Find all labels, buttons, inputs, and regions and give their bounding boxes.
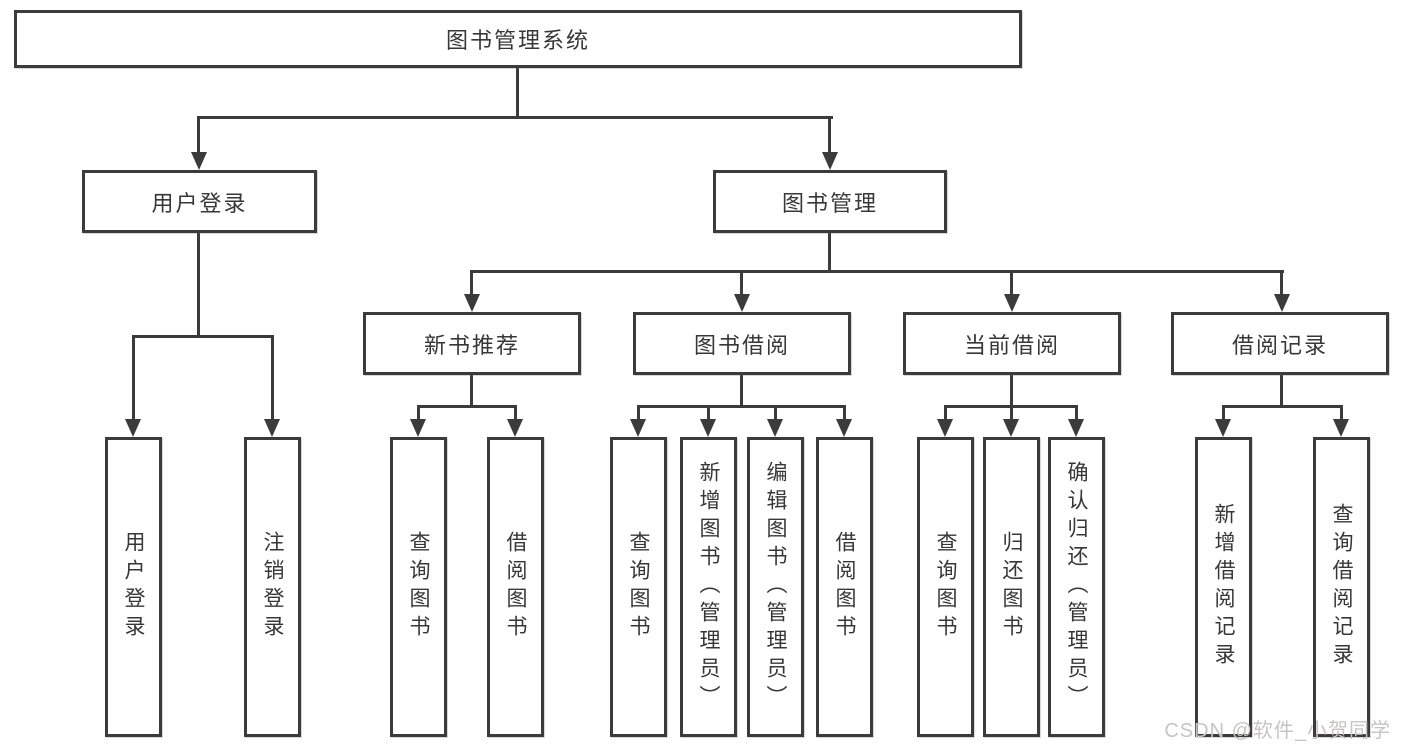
arrow-down-icon (1333, 419, 1349, 437)
node-label: 借阅记录 (1231, 332, 1328, 358)
connector-line (1075, 405, 1078, 421)
node-label: 归还图书 (1000, 531, 1023, 643)
node-root-library-system: 图书管理系统 (14, 10, 1022, 68)
connector-line (470, 270, 473, 296)
node-label: 确认归还（管理员） (1065, 461, 1088, 713)
connector-line (417, 405, 420, 421)
node-label: 借阅图书 (833, 531, 856, 643)
connector-line (1010, 270, 1013, 296)
connector-line (828, 233, 831, 273)
connector-line (637, 405, 640, 421)
leaf-edit-book-admin: 编辑图书（管理员） (747, 437, 804, 737)
node-book-borrowing: 图书借阅 (633, 312, 851, 375)
connector-line (1222, 405, 1343, 408)
connector-line (197, 233, 200, 337)
connector-line (944, 405, 947, 421)
connector-line (132, 335, 274, 338)
node-label: 新增借阅记录 (1212, 503, 1235, 671)
leaf-borrow-book-borrowing: 借阅图书 (816, 437, 873, 737)
connector-line (740, 270, 743, 296)
node-new-book-recommendation: 新书推荐 (363, 312, 581, 375)
arrow-down-icon (1004, 294, 1020, 312)
leaf-query-borrow-record: 查询借阅记录 (1313, 437, 1370, 737)
arrow-down-icon (1003, 419, 1019, 437)
arrow-down-icon (264, 419, 280, 437)
leaf-add-borrow-record: 新增借阅记录 (1195, 437, 1252, 737)
node-label: 查询图书 (934, 531, 957, 643)
arrow-down-icon (464, 294, 480, 312)
node-user-login: 用户登录 (82, 170, 317, 233)
node-label: 借阅图书 (504, 531, 527, 643)
node-label: 图书管理 (781, 190, 878, 216)
connector-line (132, 335, 135, 421)
connector-line (774, 405, 777, 421)
connector-line (197, 116, 833, 119)
node-label: 新书推荐 (423, 332, 520, 358)
connector-line (514, 405, 517, 421)
node-label: 图书管理系统 (445, 28, 590, 53)
node-label: 查询图书 (627, 531, 650, 643)
node-label: 当前借阅 (963, 332, 1060, 358)
leaf-query-book-borrowing: 查询图书 (610, 437, 667, 737)
arrow-down-icon (836, 419, 852, 437)
connector-line (271, 335, 274, 421)
connector-line (637, 405, 846, 408)
arrow-down-icon (734, 294, 750, 312)
connector-line (516, 68, 519, 119)
connector-line (1222, 405, 1225, 421)
leaf-query-book-recommend: 查询图书 (390, 437, 447, 737)
node-label: 用户登录 (151, 190, 248, 216)
arrow-down-icon (1274, 294, 1290, 312)
connector-line (1010, 375, 1013, 408)
arrow-down-icon (507, 419, 523, 437)
connector-line (740, 375, 743, 408)
connector-line (417, 405, 517, 408)
node-label: 编辑图书（管理员） (764, 461, 787, 713)
connector-line (470, 375, 473, 408)
node-label: 注销登录 (261, 531, 284, 643)
connector-line (707, 405, 710, 421)
connector-line (828, 116, 831, 156)
arrow-down-icon (822, 152, 838, 170)
node-borrowing-records: 借阅记录 (1171, 312, 1389, 375)
connector-line (470, 270, 1284, 273)
csdn-watermark: CSDN @软件_小贺同学 (1164, 720, 1391, 742)
arrow-down-icon (937, 419, 953, 437)
arrow-down-icon (1068, 419, 1084, 437)
arrow-down-icon (767, 419, 783, 437)
arrow-down-icon (700, 419, 716, 437)
connector-line (1280, 375, 1283, 408)
connector-line (197, 116, 200, 156)
node-label: 用户登录 (122, 531, 145, 643)
connector-line (1010, 405, 1013, 421)
node-label: 查询图书 (407, 531, 430, 643)
leaf-confirm-return-admin: 确认归还（管理员） (1048, 437, 1105, 737)
leaf-return-book: 归还图书 (983, 437, 1040, 737)
connector-line (1340, 405, 1343, 421)
node-current-borrowing: 当前借阅 (903, 312, 1121, 375)
connector-line (1280, 270, 1283, 296)
arrow-down-icon (125, 419, 141, 437)
leaf-logout: 注销登录 (244, 437, 301, 737)
leaf-borrow-book-recommend: 借阅图书 (487, 437, 544, 737)
node-book-management: 图书管理 (713, 170, 947, 233)
leaf-query-book-current: 查询图书 (917, 437, 974, 737)
node-label: 图书借阅 (693, 332, 790, 358)
leaf-user-login: 用户登录 (105, 437, 162, 737)
arrow-down-icon (1215, 419, 1231, 437)
arrow-down-icon (630, 419, 646, 437)
arrow-down-icon (191, 152, 207, 170)
arrow-down-icon (410, 419, 426, 437)
leaf-add-book-admin: 新增图书（管理员） (680, 437, 737, 737)
connector-line (843, 405, 846, 421)
node-label: 查询借阅记录 (1330, 503, 1353, 671)
node-label: 新增图书（管理员） (697, 461, 720, 713)
